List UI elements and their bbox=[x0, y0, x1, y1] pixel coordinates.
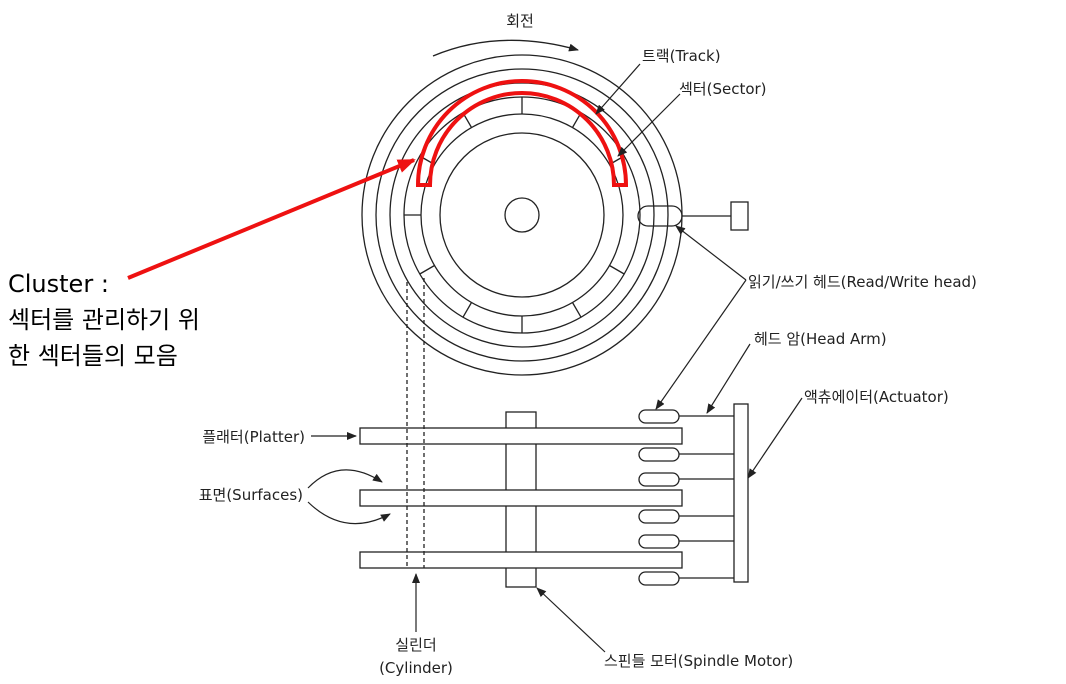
actuator-bar bbox=[733, 403, 749, 583]
cylinder-label-en: (Cylinder) bbox=[379, 659, 453, 677]
actuator-label: 액츄에이터(Actuator) bbox=[804, 388, 949, 406]
platter-side-view bbox=[359, 278, 749, 588]
rotation-arrow bbox=[432, 39, 579, 57]
surface-arrow-upper bbox=[307, 469, 383, 489]
platter-2 bbox=[359, 489, 683, 507]
rw-head-top bbox=[637, 205, 683, 227]
track-ring-3 bbox=[389, 82, 655, 348]
actuator-arrow bbox=[747, 397, 803, 479]
cluster-arrow bbox=[127, 158, 416, 280]
head-arm-label: 헤드 암(Head Arm) bbox=[754, 330, 887, 348]
cluster-annotation: Cluster : 섹터를 관리하기 위 한 섹터들의 모음 bbox=[8, 266, 200, 374]
track-ring-5 bbox=[420, 113, 624, 317]
surfaces-label: 표면(Surfaces) bbox=[199, 486, 303, 504]
cylinder-label-ko: 실린더 bbox=[395, 636, 436, 654]
actuator-top bbox=[730, 201, 749, 231]
track-arrow bbox=[595, 63, 641, 115]
platter-1 bbox=[359, 427, 683, 445]
rw-head-arrow-top bbox=[675, 225, 747, 281]
rw-head-arrow-side bbox=[655, 279, 747, 410]
sector-label: 섹터(Sector) bbox=[679, 80, 767, 98]
spindle-arrow bbox=[536, 587, 606, 653]
rw-head-label: 읽기/쓰기 헤드(Read/Write head) bbox=[748, 273, 977, 291]
platter-label: 플래터(Platter) bbox=[202, 428, 305, 446]
track-ring-2 bbox=[375, 68, 669, 362]
track-label: 트랙(Track) bbox=[642, 47, 721, 65]
spindle-hole bbox=[504, 197, 540, 233]
cluster-desc-line-1: 섹터를 관리하기 위 bbox=[8, 306, 200, 334]
surface-arrow-lower bbox=[307, 501, 391, 525]
heads-and-arms bbox=[638, 409, 734, 586]
track-ring-6 bbox=[439, 132, 605, 298]
spindle-motor-label: 스핀들 모터(Spindle Motor) bbox=[604, 652, 793, 670]
leader-arrows bbox=[307, 63, 803, 653]
sector-arrow bbox=[617, 93, 681, 157]
head-arm-arrow bbox=[706, 343, 751, 414]
cluster-title: Cluster : bbox=[8, 270, 109, 298]
cluster-desc-line-2: 한 섹터들의 모음 bbox=[8, 342, 178, 370]
platter-3 bbox=[359, 551, 683, 569]
cluster-highlight bbox=[415, 79, 629, 187]
rotation-label: 회전 bbox=[506, 12, 534, 30]
